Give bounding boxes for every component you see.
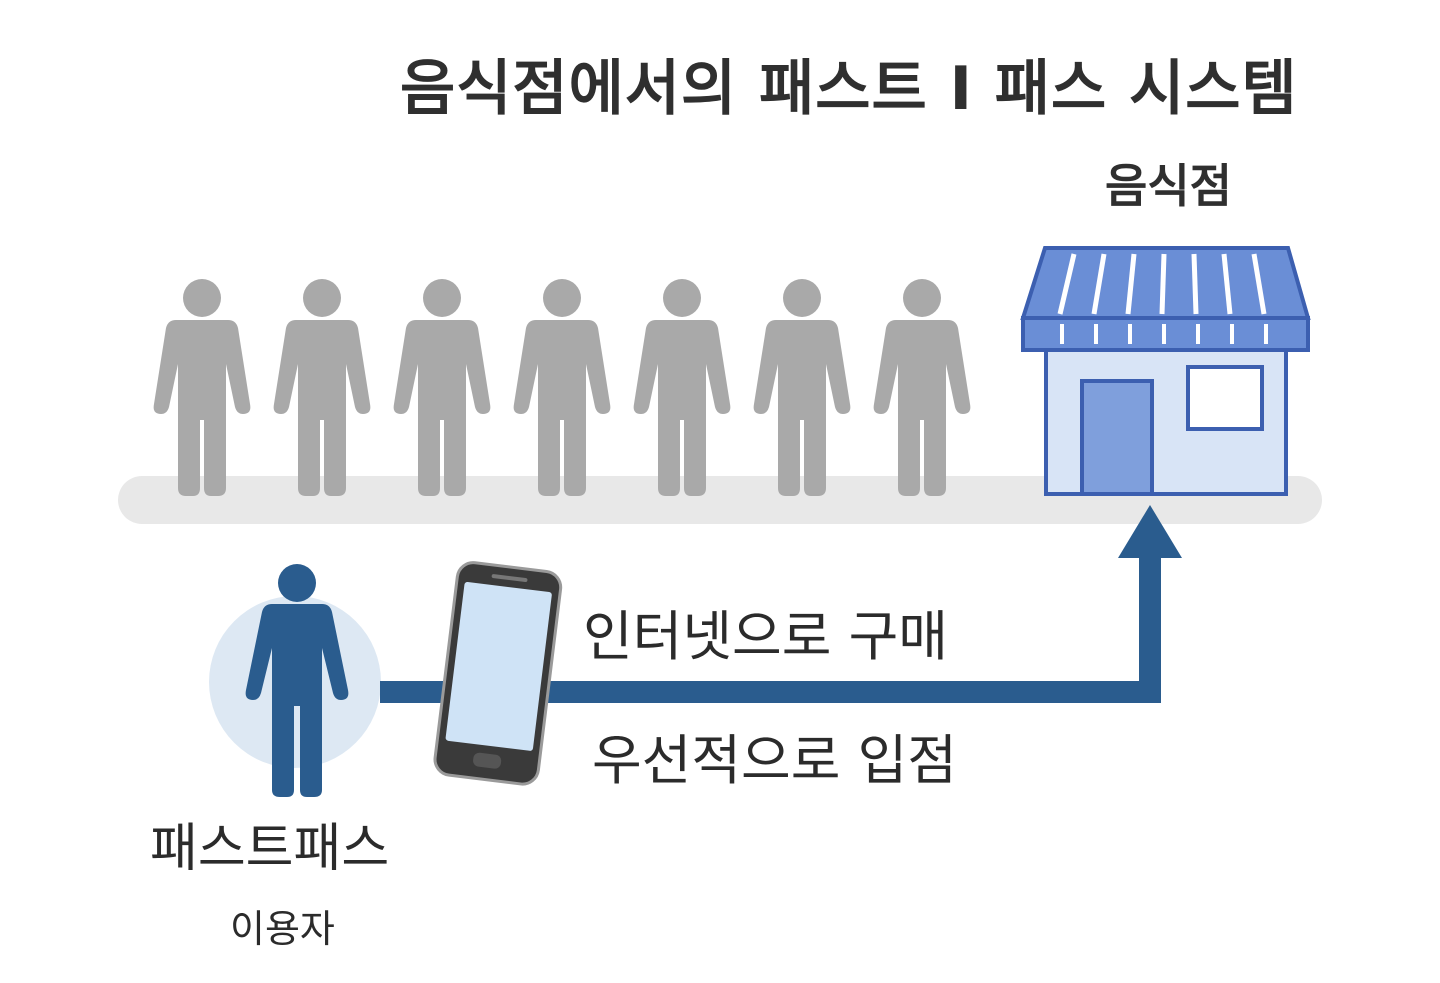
queue-person-icon: [633, 279, 731, 496]
queue-person-icon: [513, 279, 611, 496]
priority-flow-arrow: [380, 505, 1182, 703]
queue-person-icon: [873, 279, 971, 496]
queue-person-icon: [273, 279, 371, 496]
purchase-online-label: 인터넷으로 구매: [583, 605, 948, 668]
queue-person-icon: [393, 279, 491, 496]
queue-person-icon: [753, 279, 851, 496]
store-awning-stripes: [1057, 253, 1267, 315]
fastpass-user-label: 패스트패스: [150, 819, 390, 879]
store-door: [1080, 379, 1154, 496]
store-window: [1186, 365, 1264, 431]
priority-entry-label: 우선적으로 입점: [592, 729, 957, 792]
store-valance-stripes: [1060, 324, 1268, 344]
arrow-head: [1118, 505, 1182, 558]
queue-person-icon: [153, 279, 251, 496]
diagram-title: 음식점에서의 패스트 I 패스 시스템: [400, 54, 1298, 124]
smartphone-icon: [433, 561, 563, 786]
store-icon: [1020, 246, 1311, 496]
fastpass-user-sublabel: 이용자: [230, 907, 335, 951]
fastpass-user-figure: [245, 564, 349, 797]
store-label: 음식점: [1105, 159, 1232, 213]
queue-people: [153, 279, 971, 496]
smartphone-screen: [445, 581, 552, 751]
